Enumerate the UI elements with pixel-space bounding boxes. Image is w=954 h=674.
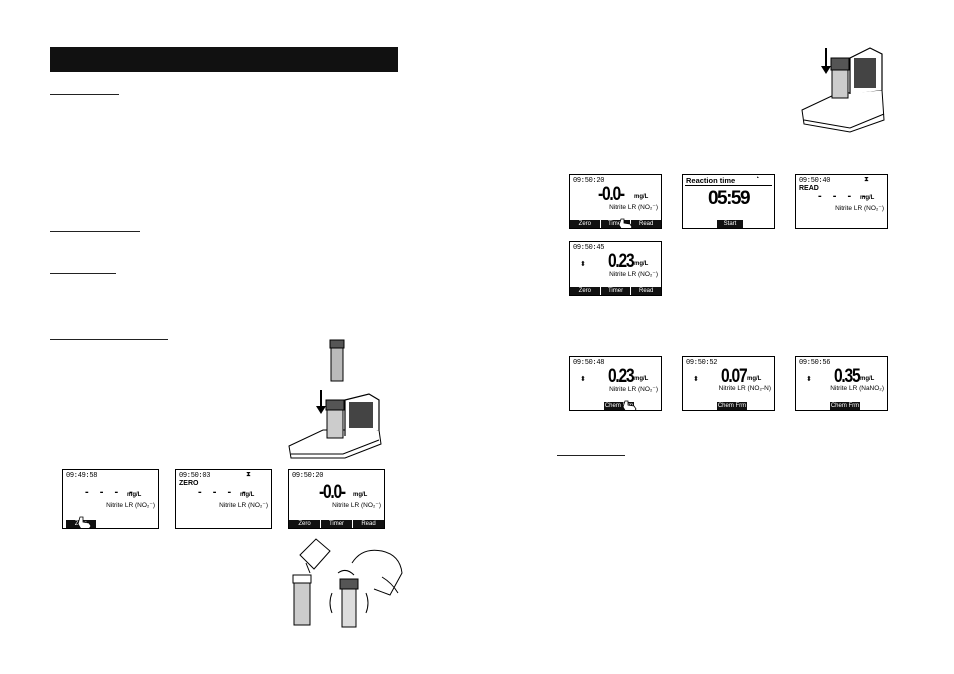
meter-display-8: 09:50:48 ⬍ 0.23 mg/L Nitrite LR (NO₂⁻) C… xyxy=(569,356,662,411)
display-unit: mg/L xyxy=(747,376,762,382)
display-parameter: Nitrite LR (NO₂⁻) xyxy=(835,205,884,212)
start-softkey[interactable]: Start xyxy=(717,220,743,228)
display-parameter: Nitrite LR (NO₂⁻) xyxy=(609,204,658,211)
display-parameter: Nitrite LR (NO₂⁻) xyxy=(219,502,268,509)
meter-display-4: 09:50:20 -0.0- mg/L Nitrite LR (NO₂⁻) Ze… xyxy=(569,174,662,229)
display-value: -0.0- xyxy=(598,184,625,205)
meter-insert-illustration-right xyxy=(801,47,885,133)
display-value: 0.23 xyxy=(608,251,635,272)
display-time: 09:50:20 xyxy=(573,177,605,185)
softkey-bar: Zero Timer Read xyxy=(570,220,661,228)
display-parameter: Nitrite LR (NO₂⁻) xyxy=(609,271,658,278)
display-header: Reaction time xyxy=(686,176,736,185)
meter-display-2: 09:50:03 ⧗ ZERO - - - - mg/L Nitrite LR … xyxy=(175,469,272,529)
timer-softkey[interactable]: Timer xyxy=(599,220,631,228)
display-value: 0.07 xyxy=(721,366,748,387)
display-unit: mg/L xyxy=(634,194,649,200)
display-parameter: Nitrite LR (NO₂⁻) xyxy=(609,386,658,393)
display-time: 09:50:45 xyxy=(573,244,605,252)
meter-insert-illustration-left xyxy=(288,390,382,459)
section-title-bar xyxy=(50,47,398,72)
display-unit: mg/L xyxy=(634,261,649,267)
timer-softkey[interactable]: Timer xyxy=(599,287,631,295)
display-status: ZERO xyxy=(179,480,199,487)
meter-display-10: 09:50:56 ⬍ 0.35 mg/L Nitrite LR (NaNO₂) … xyxy=(795,356,888,411)
display-time: 09:50:52 xyxy=(686,359,718,367)
read-softkey[interactable]: Read xyxy=(630,220,661,228)
display-parameter: Nitrite LR (NaNO₂) xyxy=(830,385,884,392)
display-time: 09:49:58 xyxy=(66,472,98,480)
meter-display-3: 09:50:20 -0.0- mg/L Nitrite LR (NO₂⁻) Ze… xyxy=(288,469,385,529)
scroll-arrows-icon: ⬍ xyxy=(580,261,586,268)
chem-form-softkey[interactable]: Chem Frm xyxy=(717,402,747,410)
display-timer-value: 05:59 xyxy=(707,188,751,209)
reagent-add-illustration xyxy=(292,538,403,628)
pointing-hand-icon xyxy=(77,516,92,528)
meter-display-5: Reaction time ◔ 05:59 Start xyxy=(682,174,775,229)
timer-icon: ◔ xyxy=(755,175,760,182)
heading-underline-4 xyxy=(50,339,168,340)
zero-softkey[interactable]: Zero xyxy=(298,521,311,527)
scroll-arrows-icon: ⬍ xyxy=(580,376,586,383)
cuvette-illustration xyxy=(329,339,345,382)
display-unit: mg/L xyxy=(860,376,875,382)
header-divider xyxy=(685,185,772,186)
display-time: 09:50:20 xyxy=(292,472,324,480)
display-unit: mg/L xyxy=(127,492,142,498)
read-softkey[interactable]: Read xyxy=(630,287,661,295)
hourglass-icon: ⧗ xyxy=(864,176,869,183)
display-unit: mg/L xyxy=(240,492,255,498)
hourglass-icon: ⧗ xyxy=(246,471,251,478)
pointing-hand-icon xyxy=(618,218,633,228)
heading-underline-2 xyxy=(50,231,140,232)
softkey-bar: Zero Timer Read xyxy=(289,520,384,528)
meter-display-1: 09:49:58 - - - - mg/L Nitrite LR (NO₂⁻) … xyxy=(62,469,159,529)
scroll-arrows-icon: ⬍ xyxy=(806,376,812,383)
display-time: 09:50:56 xyxy=(799,359,831,367)
display-dashes: - - - - xyxy=(198,486,250,498)
display-time: 09:50:40 xyxy=(799,177,831,185)
display-parameter: Nitrite LR (NO₂-N) xyxy=(718,385,771,392)
display-time: 09:50:03 xyxy=(179,472,211,480)
meter-display-6: 09:50:40 ⧗ READ - - - - mg/L Nitrite LR … xyxy=(795,174,888,229)
heading-underline-1 xyxy=(50,94,119,95)
display-dashes: - - - - xyxy=(818,190,870,202)
display-value: -0.0- xyxy=(319,482,346,503)
pointing-hand-icon xyxy=(622,400,637,410)
heading-underline-3 xyxy=(50,273,116,274)
display-unit: mg/L xyxy=(634,376,649,382)
chem-form-softkey[interactable]: Chem Frm xyxy=(604,402,634,410)
softkey-bar: Zero Timer Read xyxy=(570,287,661,295)
display-unit: mg/L xyxy=(353,492,368,498)
zero-softkey[interactable]: Zero xyxy=(578,221,591,227)
display-dashes: - - - - xyxy=(85,486,137,498)
meter-display-9: 09:50:52 ⬍ 0.07 mg/L Nitrite LR (NO₂-N) … xyxy=(682,356,775,411)
chem-form-softkey[interactable]: Chem Frm xyxy=(830,402,860,410)
heading-underline-5 xyxy=(557,455,625,456)
meter-display-7: 09:50:45 ⬍ 0.23 mg/L Nitrite LR (NO₂⁻) Z… xyxy=(569,241,662,296)
display-status: READ xyxy=(799,185,819,192)
display-time: 09:50:48 xyxy=(573,359,605,367)
display-parameter: Nitrite LR (NO₂⁻) xyxy=(332,502,381,509)
scroll-arrows-icon: ⬍ xyxy=(693,376,699,383)
display-parameter: Nitrite LR (NO₂⁻) xyxy=(106,502,155,509)
display-unit: mg/L xyxy=(860,195,875,201)
read-softkey[interactable]: Read xyxy=(352,520,384,528)
zero-softkey[interactable]: Zero xyxy=(578,288,591,294)
display-value: 0.23 xyxy=(608,366,635,387)
timer-softkey[interactable]: Timer xyxy=(320,520,352,528)
display-value: 0.35 xyxy=(834,366,861,387)
